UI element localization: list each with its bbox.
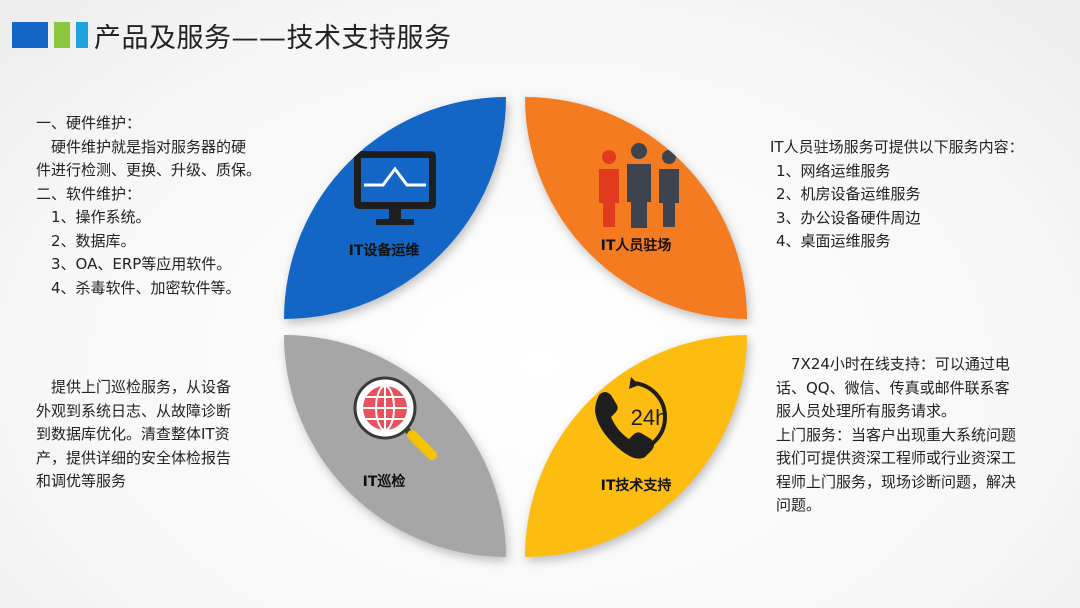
text-line: 1、操作系统。: [36, 208, 151, 226]
petal-label: IT技术支持: [600, 478, 672, 494]
text-line: 提供上门巡检服务，从设备: [36, 378, 232, 396]
text-line: 程师上门服务，现场诊断问题，解决: [776, 472, 1017, 491]
text-line: 一、硬件维护：: [36, 114, 142, 132]
phone-24h-icon: 24h: [595, 377, 668, 459]
header-decoration: [12, 22, 88, 48]
technical-support-text: 7X24小时在线支持：可以通过电 话、QQ、微信、传真或邮件联系客 服人员处理所…: [776, 353, 1016, 518]
text-line: 4、杀毒软件、加密软件等。: [36, 278, 241, 297]
header-bar-blue: [12, 22, 48, 48]
text-line: 硬件维护就是指对服务器的硬: [36, 137, 247, 156]
magnifier-globe-icon: [353, 376, 437, 460]
people-icon: [599, 143, 679, 228]
svg-text:24h: 24h: [631, 405, 668, 430]
inspection-service-text: 提供上门巡检服务，从设备 外观到系统日志、从故障诊断 到数据库优化。清查整体IT…: [36, 376, 231, 494]
hardware-software-maintenance-text: 一、硬件维护： 硬件维护就是指对服务器的硬 件进行检测、更换、升级、质保。 二、…: [36, 112, 261, 300]
text-line: 外观到系统日志、从故障诊断: [36, 401, 232, 420]
text-line: 到数据库优化。清查整体IT资: [36, 425, 230, 443]
text-line: 二、软件维护：: [36, 184, 142, 203]
header-bar-cyan: [76, 22, 88, 48]
monitor-icon: [354, 151, 436, 225]
text-line: 7X24小时在线支持：可以通过电: [776, 355, 1010, 373]
text-line: 件进行检测、更换、升级、质保。: [36, 161, 262, 179]
petal-label: IT人员驻场: [600, 238, 672, 254]
text-line: 和调优等服务: [36, 472, 127, 490]
text-line: 3、OA、ERP等应用软件。: [36, 255, 232, 273]
header-bar-green: [54, 22, 70, 48]
text-line: 1、网络运维服务: [776, 161, 891, 180]
text-line: 产，提供详细的安全体检报告: [36, 448, 232, 467]
petal-label: IT设备运维: [348, 243, 420, 259]
page-title: 产品及服务——技术支持服务: [94, 23, 452, 54]
text-line: 2、机房设备运维服务: [776, 185, 921, 203]
text-line: 话、QQ、微信、传真或邮件联系客: [776, 378, 1010, 397]
text-line: 4、桌面运维服务: [776, 232, 891, 250]
onsite-staff-services-text: IT人员驻场服务可提供以下服务内容： 1、网络运维服务 2、机房设备运维服务 3…: [770, 136, 1024, 254]
text-line: 上门服务：当客户出现重大系统问题: [776, 425, 1017, 444]
text-line: 问题。: [776, 496, 822, 514]
text-line: 服人员处理所有服务请求。: [776, 402, 957, 420]
petal-label: IT巡检: [362, 474, 406, 490]
text-line: 2、数据库。: [36, 231, 136, 250]
text-line: 我们可提供资深工程师或行业资深工: [776, 449, 1017, 467]
text-line: 3、办公设备硬件周边: [776, 208, 921, 227]
text-line: IT人员驻场服务可提供以下服务内容：: [770, 138, 1024, 156]
